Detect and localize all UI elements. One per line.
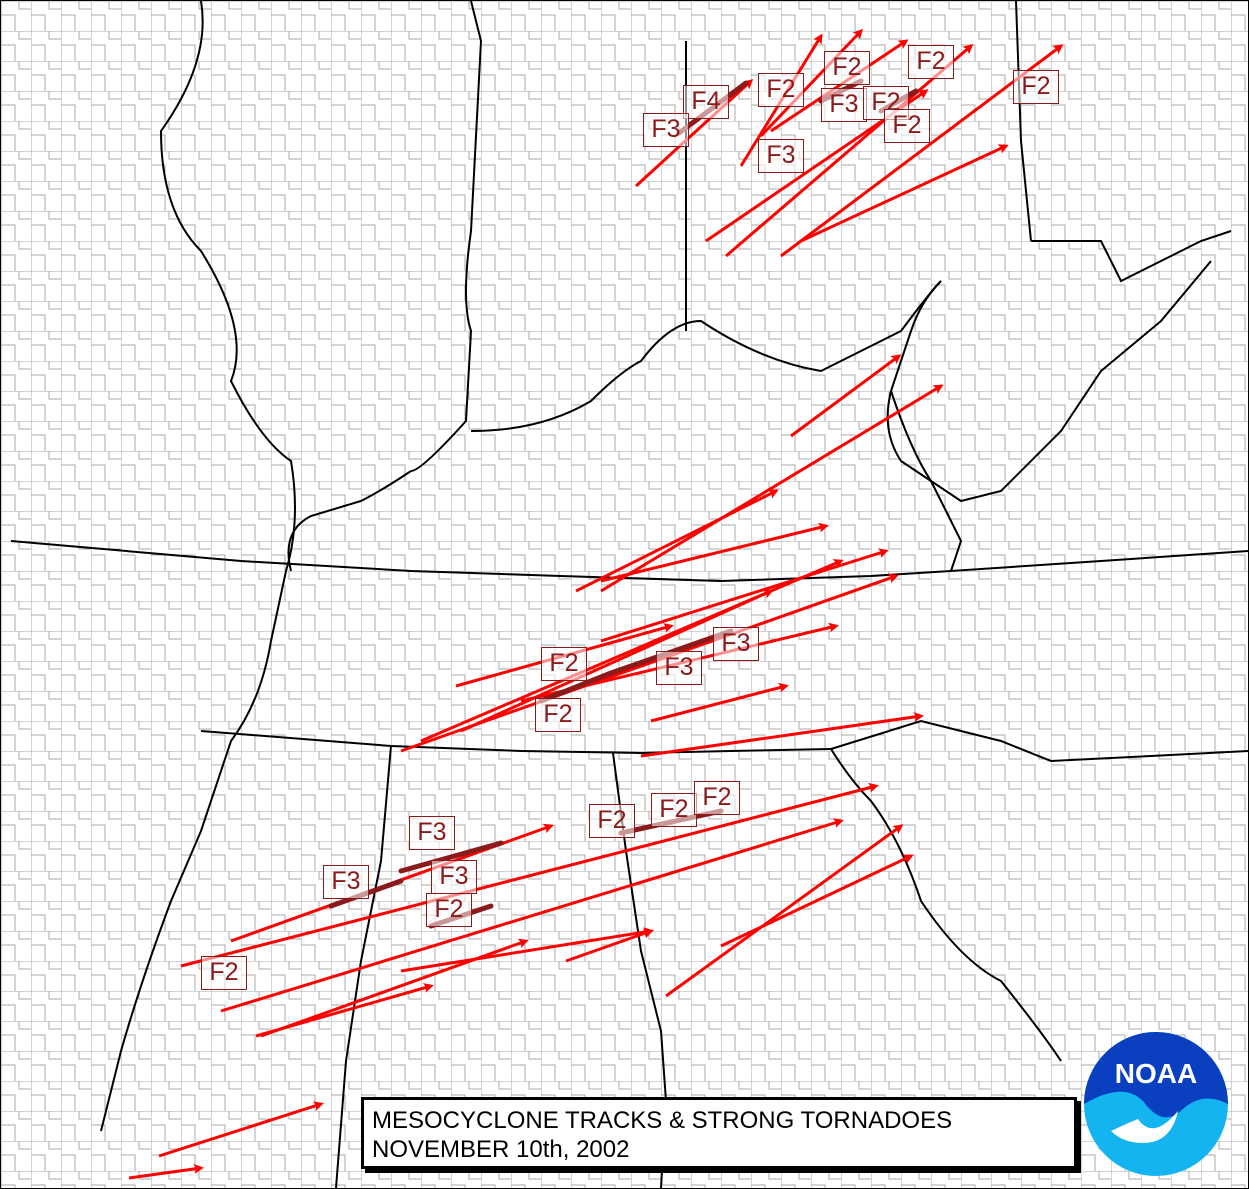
rating-label: F2 bbox=[824, 51, 870, 85]
track-line bbox=[770, 39, 909, 133]
illinois-west-border bbox=[100, 1, 296, 1132]
illinois-indiana-border bbox=[410, 1, 483, 472]
track-line bbox=[800, 144, 1009, 243]
track-line bbox=[759, 28, 864, 138]
rating-label: F3 bbox=[758, 139, 804, 173]
rating-label: F2 bbox=[908, 45, 954, 79]
track-line bbox=[575, 489, 779, 593]
ms-al-border bbox=[335, 745, 392, 1188]
track-line bbox=[720, 854, 914, 948]
track-line bbox=[790, 354, 902, 438]
rating-label: F2 bbox=[884, 109, 930, 143]
noaa-logo-text: NOAA bbox=[1115, 1058, 1197, 1089]
track-line bbox=[220, 818, 844, 1013]
track-line bbox=[634, 78, 754, 188]
tornado-path bbox=[398, 840, 504, 874]
track-line bbox=[255, 983, 434, 1038]
tornado-path bbox=[538, 670, 614, 704]
track-line bbox=[725, 44, 974, 258]
rating-label: F2 bbox=[541, 647, 587, 681]
track-line bbox=[400, 927, 654, 973]
rating-label: F2 bbox=[535, 698, 581, 732]
rating-label: F3 bbox=[821, 88, 867, 122]
track-line bbox=[180, 782, 879, 968]
map-title-box: MESOCYCLONE TRACKS & STRONG TORNADOES NO… bbox=[361, 1097, 1077, 1169]
rating-label: F2 bbox=[589, 804, 635, 838]
rating-label: F3 bbox=[323, 865, 369, 899]
pa-wv-border bbox=[1031, 230, 1232, 283]
ga-sc-border bbox=[830, 748, 1062, 1062]
ohio-pa-border bbox=[1015, 1, 1032, 242]
tn-south-border bbox=[200, 730, 832, 755]
track-line bbox=[128, 1164, 204, 1180]
track-line bbox=[665, 824, 904, 998]
wv-border bbox=[886, 260, 1212, 503]
rating-label: F3 bbox=[656, 651, 702, 685]
track-line bbox=[650, 682, 789, 723]
map-title: MESOCYCLONE TRACKS & STRONG TORNADOES bbox=[372, 1107, 953, 1134]
nc-sc-border bbox=[830, 719, 1248, 763]
kentucky-va-border bbox=[890, 390, 963, 572]
rating-label: F3 bbox=[713, 627, 759, 661]
track-line bbox=[158, 1101, 324, 1158]
track-line bbox=[640, 712, 924, 758]
rating-label: F4 bbox=[683, 85, 729, 119]
rating-label: F2 bbox=[1013, 70, 1059, 104]
rating-label: F3 bbox=[409, 816, 455, 850]
rating-label: F2 bbox=[694, 781, 740, 815]
ohio-river bbox=[287, 280, 942, 572]
ky-tn-border bbox=[10, 540, 952, 583]
track-line bbox=[460, 589, 774, 733]
rating-label: F2 bbox=[201, 956, 247, 990]
rating-label: F3 bbox=[431, 860, 477, 894]
va-nc-border bbox=[950, 550, 1248, 572]
rating-label: F2 bbox=[651, 793, 697, 827]
map-date: NOVEMBER 10th, 2002 bbox=[372, 1136, 630, 1163]
noaa-logo: NOAA bbox=[1084, 1032, 1228, 1176]
rating-label: F3 bbox=[643, 113, 689, 147]
track-line bbox=[565, 928, 654, 963]
rating-label: F2 bbox=[426, 893, 472, 927]
rating-label: F2 bbox=[758, 73, 804, 107]
track-line bbox=[600, 384, 944, 593]
track-line bbox=[600, 522, 829, 583]
